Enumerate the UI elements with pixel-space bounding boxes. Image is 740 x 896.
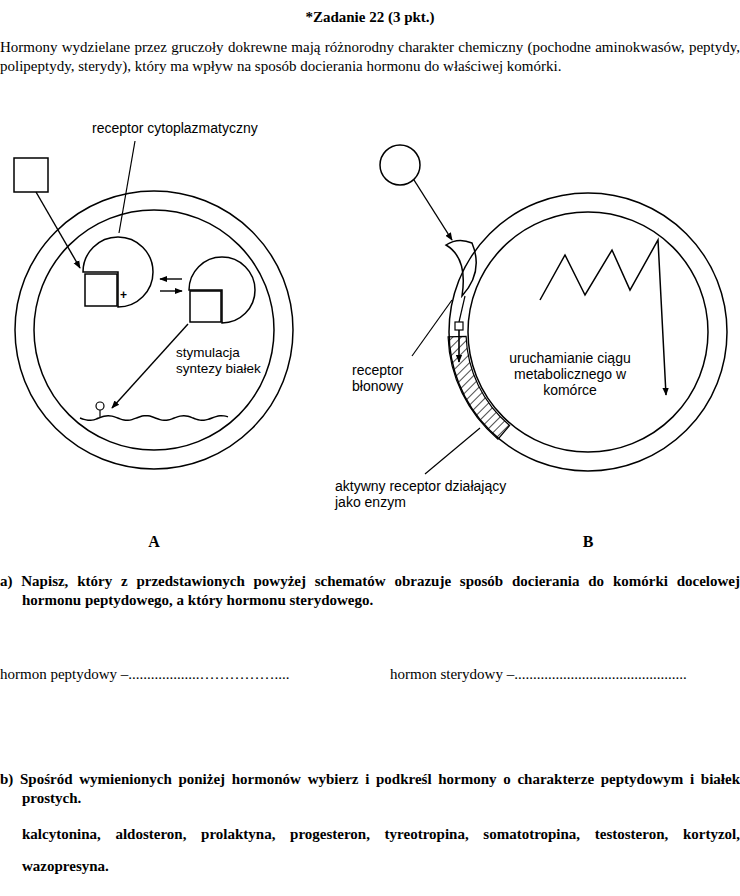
hormone-circle — [380, 145, 420, 185]
hormone-list: kalcytonina, aldosteron, prolaktyna, pro… — [22, 818, 740, 882]
cell-outline — [14, 190, 294, 470]
hormone-square — [85, 274, 117, 306]
leader-line — [412, 300, 452, 356]
receptor-shape — [83, 237, 153, 307]
membrane-receptor — [446, 240, 476, 296]
question-text: a) Napisz, który z przedstawionych powyż… — [0, 572, 740, 610]
equilibrium-arrow — [160, 278, 182, 279]
cell-text: uruchamianie ciągu metabolicznego w komó… — [495, 350, 645, 398]
task-title: *Zadanie 22 (3 pkt.) — [0, 8, 740, 27]
leader-line — [119, 141, 135, 233]
gene-mark — [96, 402, 104, 410]
callout-label: receptor błonowy — [352, 362, 427, 394]
cell-text: stymulacja syntezy białek — [176, 345, 268, 377]
callout-label: aktywny receptor działający jako enzym — [335, 478, 525, 510]
cell-membrane-outer — [449, 193, 727, 471]
active-receptor — [448, 336, 510, 439]
dna-strand — [80, 416, 228, 421]
answer-line: hormon sterydowy –......................… — [390, 665, 687, 684]
leader-line — [425, 428, 480, 474]
equilibrium-arrow — [160, 290, 182, 291]
scheme-letter: B — [576, 532, 600, 551]
cell-membrane-outer — [15, 191, 293, 469]
charge-sign: + — [120, 287, 127, 303]
signal-arrow — [458, 330, 460, 362]
cell: uruchamianie ciągu metabolicznego w komó… — [448, 192, 728, 472]
question-text: b) Spośród wymienionych poniżej hormonów… — [0, 770, 740, 808]
answer-line: hormon peptydowy –...................………… — [0, 665, 290, 684]
signal-box — [455, 322, 463, 330]
intro-text: Hormony wydzielane przez gruczoły dokrew… — [0, 38, 740, 76]
hormone-square — [190, 291, 221, 322]
hormone-square — [14, 158, 48, 192]
scheme-letter: A — [142, 532, 166, 551]
cell-membrane-inner — [34, 210, 274, 450]
entry-arrow — [414, 180, 452, 240]
cell-outline — [448, 192, 728, 472]
cell-membrane-inner — [468, 212, 708, 452]
callout-label: receptor cytoplazmatyczny — [92, 120, 258, 136]
receptor-shape — [189, 257, 255, 323]
signal-line — [459, 296, 465, 322]
cell: stymulacja syntezy białekA — [14, 190, 294, 470]
